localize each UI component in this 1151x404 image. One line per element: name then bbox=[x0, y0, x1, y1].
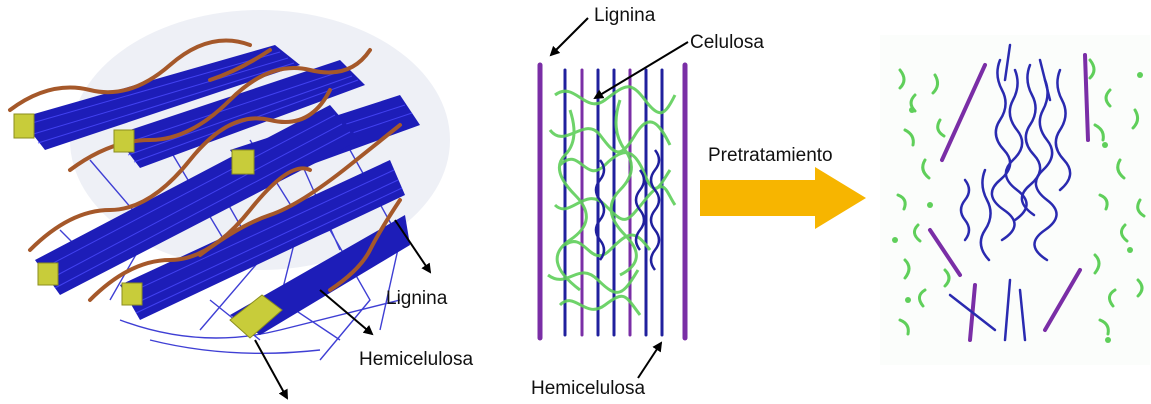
fiber-end bbox=[38, 263, 58, 285]
label-lignina-middle: Lignina bbox=[594, 6, 655, 25]
fiber-end bbox=[14, 114, 34, 138]
fiber-end bbox=[114, 130, 134, 152]
lignocellulose-matrix bbox=[535, 18, 688, 378]
label-hemicelulosa-middle: Hemicelulosa bbox=[531, 379, 645, 398]
fiber-end bbox=[122, 283, 142, 305]
pretreated-structure bbox=[880, 35, 1150, 365]
fiber-end bbox=[232, 150, 254, 174]
pretreatment-arrow bbox=[700, 167, 866, 229]
label-pretratamiento: Pretratamiento bbox=[708, 146, 833, 165]
label-lignina-left: Lignina bbox=[386, 289, 447, 308]
fiber-bundle-illustration bbox=[10, 10, 450, 398]
label-celulosa-middle: Celulosa bbox=[690, 33, 764, 52]
label-hemicelulosa-left: Hemicelulosa bbox=[359, 350, 473, 369]
